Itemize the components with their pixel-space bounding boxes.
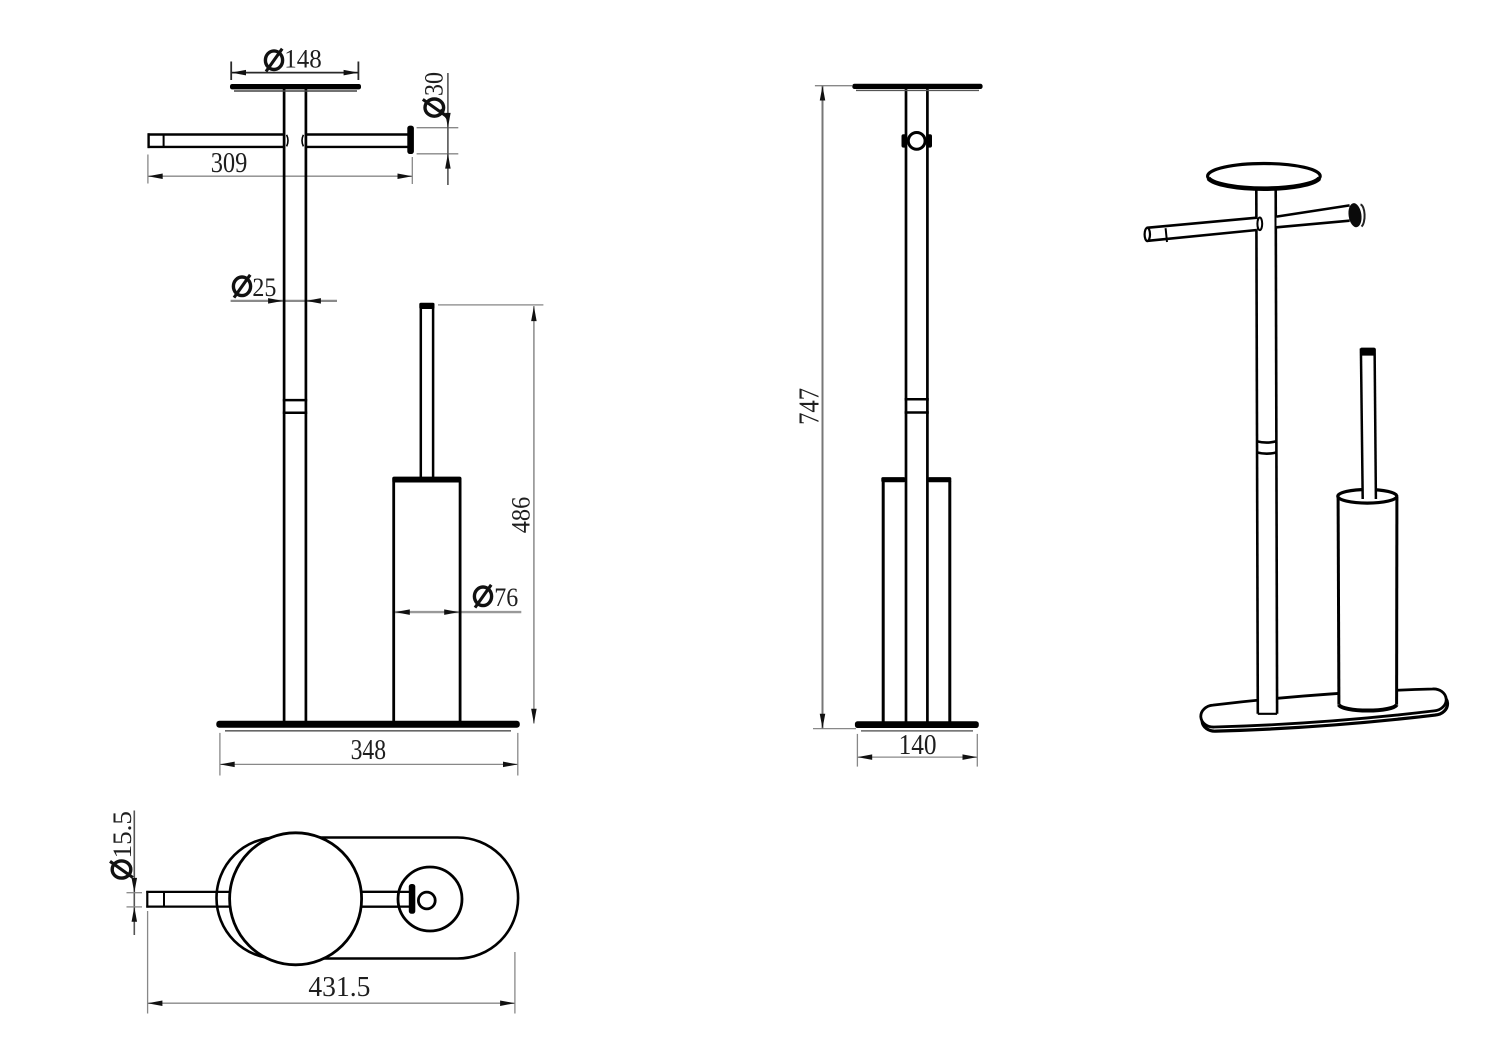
svg-text:148: 148: [284, 45, 322, 74]
svg-text:309: 309: [211, 148, 248, 179]
svg-text:30: 30: [420, 72, 449, 96]
svg-text:486: 486: [507, 497, 536, 533]
svg-text:15.5: 15.5: [108, 811, 137, 859]
svg-text:747: 747: [795, 388, 826, 425]
svg-text:348: 348: [351, 735, 386, 766]
svg-text:76: 76: [494, 583, 518, 612]
svg-text:25: 25: [252, 273, 276, 302]
svg-text:140: 140: [899, 730, 937, 761]
svg-text:431.5: 431.5: [308, 972, 370, 1003]
